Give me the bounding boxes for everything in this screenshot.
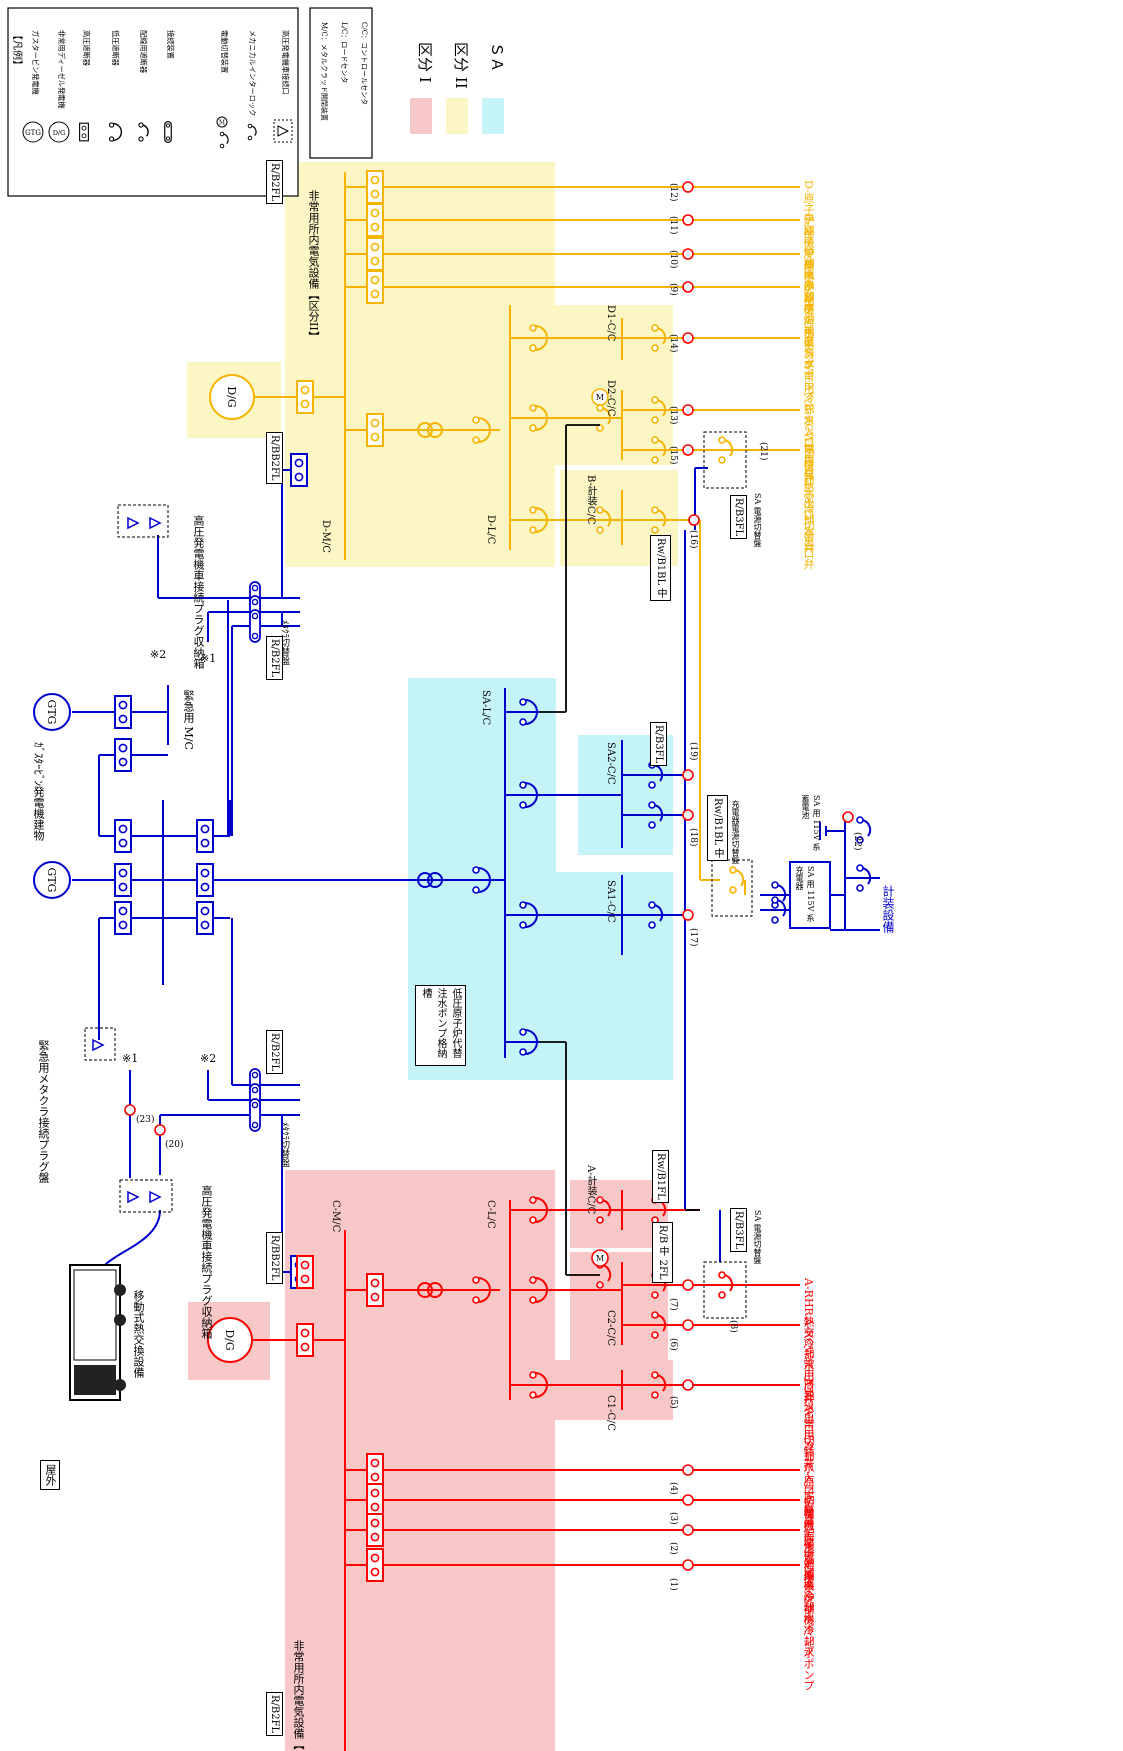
svg-text:GTG: GTG [45, 868, 58, 893]
legend-box: 【凡例】 GTG D/G M ガスタービン発電機 非常用ディーゼル発電機 高圧遮… [7, 7, 299, 197]
gtg-1: GTG [33, 693, 71, 731]
legend-item-connector: 接続装置 [166, 30, 175, 59]
legend-connector-icon [164, 121, 172, 143]
sa-switch-panel-bottom [703, 1261, 747, 1319]
legend-item-mccb: 配線用遮断器 [139, 30, 148, 73]
division1-region [188, 1170, 673, 1751]
key-div1-label: 区分 I [416, 42, 434, 83]
legend-item-hv-car-port: 高圧発電機車接続口 [281, 30, 290, 95]
charger-switch-panel [711, 859, 753, 917]
legend-hvcb-icon [79, 122, 89, 142]
key-div1-swatch [410, 98, 432, 134]
gtg-2: GTG [33, 861, 71, 899]
legend-dg-icon: D/G [48, 121, 70, 143]
abbr-mc: M/C：メタルクラッド開閉装置 [320, 22, 329, 121]
legend-hv-car-port-icon [273, 119, 293, 143]
svg-text:GTG: GTG [25, 129, 41, 137]
sa-switch-panel-top [703, 431, 747, 489]
key-sa-label: ＳＡ [488, 42, 506, 72]
mobile-heat-exchanger-truck [69, 1264, 126, 1401]
division2-lines [250, 172, 800, 895]
c2-motor-icon: M [591, 1249, 609, 1267]
svg-text:M: M [596, 393, 604, 402]
legend-item-hvcb: 高圧遮断器 [82, 30, 91, 66]
d2-motor-icon: M [591, 388, 609, 406]
legend-item-dg: 非常用ディーゼル発電機 [57, 30, 66, 109]
legend-item-gtg: ガスタービン発電機 [31, 30, 40, 95]
legend-motor-switch-icon: M [216, 116, 229, 149]
dg-bottom: D/G [207, 1317, 253, 1363]
color-key: 区分 I 区分 II ＳＡ [410, 42, 506, 134]
emg-metakura-plug-box [84, 1027, 116, 1061]
svg-text:M: M [219, 120, 225, 127]
legend-item-interlock: メカニカルインターロック [248, 30, 257, 116]
key-sa-swatch [482, 98, 504, 134]
black-interconnects [540, 424, 700, 1276]
dg-top: D/G [209, 374, 255, 420]
division2-region [187, 162, 678, 567]
hv-car-plug-box-top [117, 504, 169, 538]
legend-item-lvcb: 低圧遮断器 [111, 30, 120, 66]
key-div2-label: 区分 II [452, 42, 470, 89]
svg-text:GTG: GTG [45, 700, 58, 725]
battery-symbol [819, 822, 845, 840]
abbr-lc: L/C：ロードセンタ [340, 22, 349, 83]
svg-text:D/G: D/G [225, 386, 238, 407]
abbr-cc: C/C：コントロールセンタ [360, 22, 369, 105]
legend-item-motor-switch: 電動切替装置 [220, 30, 229, 73]
legend-items: ガスタービン発電機 非常用ディーゼル発電機 高圧遮断器 低圧遮断器 配線用遮断器… [31, 30, 290, 116]
legend-title: 【凡例】 [11, 30, 24, 70]
legend-gtg-icon: GTG [22, 121, 44, 143]
svg-text:D/G: D/G [223, 1329, 236, 1350]
key-div2-swatch [446, 98, 468, 134]
svg-text:M: M [596, 1254, 604, 1263]
hv-car-plug-box-bottom [119, 1179, 173, 1213]
abbreviation-box: M/C：メタルクラッド開閉装置 L/C：ロードセンタ C/C：コントロールセンタ [309, 7, 373, 159]
svg-text:D/G: D/G [53, 129, 66, 137]
